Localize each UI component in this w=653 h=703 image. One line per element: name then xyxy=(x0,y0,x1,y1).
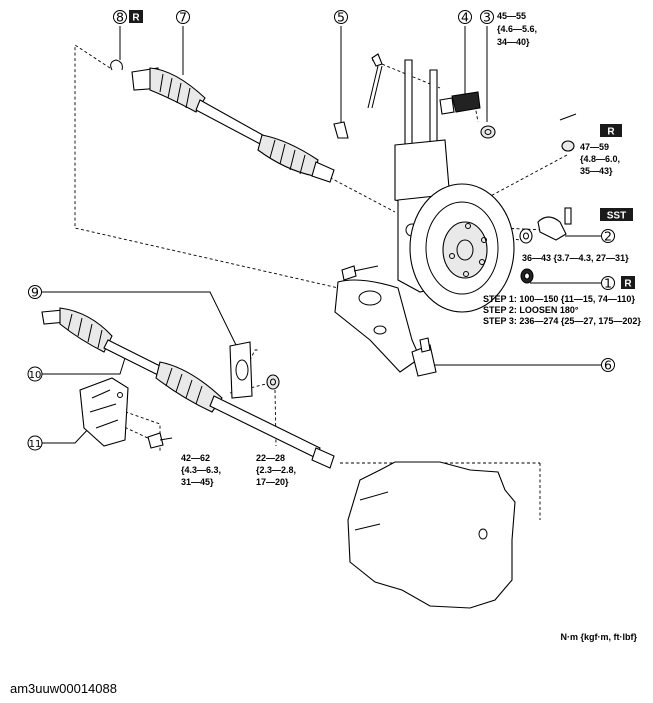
svg-text:10: 10 xyxy=(29,370,42,381)
bearing-nut-part xyxy=(266,374,280,390)
stabilizer-link xyxy=(333,53,383,139)
svg-text:{2.3—2.8,: {2.3—2.8, xyxy=(256,465,296,475)
upper-drive-shaft xyxy=(131,67,335,183)
brake-disc xyxy=(409,183,515,313)
wheel-speed-sensor xyxy=(439,91,481,115)
svg-text:6: 6 xyxy=(604,358,612,373)
hub-nut-part xyxy=(520,268,534,284)
svg-text:R: R xyxy=(624,279,632,290)
replace-tag-tie-rod-nut: R xyxy=(600,124,622,138)
svg-text:45—55: 45—55 xyxy=(497,11,526,21)
svg-text:31—45}: 31—45} xyxy=(181,477,214,487)
svg-text:R: R xyxy=(607,127,615,138)
svg-text:4: 4 xyxy=(461,10,469,25)
svg-text:42—62: 42—62 xyxy=(181,453,210,463)
svg-text:36—43 {3.7—4.3, 27—31}: 36—43 {3.7—4.3, 27—31} xyxy=(522,253,629,263)
svg-text:2: 2 xyxy=(604,229,612,244)
lock-nut-part xyxy=(480,125,496,139)
svg-text:STEP 3: 236—274 {25—27, 175—20: STEP 3: 236—274 {25—27, 175—202} xyxy=(483,316,641,326)
lower-arm xyxy=(334,279,437,377)
svg-text:{4.3—6.3,: {4.3—6.3, xyxy=(181,465,221,475)
callout-2: 2 xyxy=(601,229,615,244)
svg-text:{4.6—5.6,: {4.6—5.6, xyxy=(497,24,537,34)
knuckle-bolt xyxy=(341,265,379,281)
replace-tag-circlip: R xyxy=(129,10,143,24)
svg-text:11: 11 xyxy=(29,439,42,450)
tightening-steps: STEP 1: 100—150 {11—15, 74—110} STEP 2: … xyxy=(483,294,641,326)
tie-rod-nut-part xyxy=(561,140,575,152)
svg-text:9: 9 xyxy=(31,285,39,300)
svg-text:3: 3 xyxy=(483,10,491,25)
reference-code: am3uuw00014088 xyxy=(10,681,117,696)
callout-5: 5 xyxy=(334,10,348,25)
tie-rod-end xyxy=(537,113,577,241)
callout-9: 9 xyxy=(28,285,42,300)
svg-text:{4.8—6.0,: {4.8—6.0, xyxy=(580,154,620,164)
torque-spec-ball-joint-nut: 36—43 {3.7—4.3, 27—31} xyxy=(522,253,629,263)
sst-tag: SST xyxy=(600,208,633,222)
svg-text:47—59: 47—59 xyxy=(580,142,609,152)
ball-joint-washer xyxy=(519,228,533,244)
replace-tag-hub-nut: R xyxy=(621,276,635,290)
units-note: N·m {kgf·m, ft·lbf} xyxy=(561,632,638,642)
bearing-bracket xyxy=(79,377,129,447)
svg-text:1: 1 xyxy=(604,276,612,291)
callout-1: 1 xyxy=(601,276,615,291)
callout-11: 11 xyxy=(27,435,43,451)
leader-lines xyxy=(42,26,601,444)
svg-text:34—40}: 34—40} xyxy=(497,37,530,47)
torque-spec-bracket-bolt: 42—62 {4.3—6.3, 31—45} xyxy=(181,453,221,487)
svg-text:35—43}: 35—43} xyxy=(580,166,613,176)
transaxle xyxy=(347,461,516,609)
svg-text:R: R xyxy=(132,13,140,24)
lower-drive-shaft xyxy=(41,307,335,469)
torque-spec-tie-rod-nut: 47—59 {4.8—6.0, 35—43} xyxy=(580,142,620,176)
svg-text:STEP 1: 100—150 {11—15, 74—110: STEP 1: 100—150 {11—15, 74—110} xyxy=(483,294,635,304)
torque-spec-part3: 45—55 {4.6—5.6, 34—40} xyxy=(497,11,537,47)
bracket-bolt-part xyxy=(147,432,173,449)
svg-text:SST: SST xyxy=(607,211,626,222)
svg-text:17—20}: 17—20} xyxy=(256,477,289,487)
bearing-plate xyxy=(229,341,253,399)
callout-4: 4 xyxy=(458,10,472,25)
svg-text:STEP 2: LOOSEN 180°: STEP 2: LOOSEN 180° xyxy=(483,305,579,315)
callout-6: 6 xyxy=(601,358,615,373)
callout-7: 7 xyxy=(176,10,190,25)
torque-spec-bearing-nut: 22—28 {2.3—2.8, 17—20} xyxy=(256,453,296,487)
svg-text:7: 7 xyxy=(179,10,187,25)
callout-3: 3 xyxy=(480,10,494,25)
svg-text:22—28: 22—28 xyxy=(256,453,285,463)
callout-10: 10 xyxy=(27,366,43,382)
callout-8: 8 xyxy=(113,10,127,25)
svg-text:8: 8 xyxy=(116,10,124,25)
svg-text:5: 5 xyxy=(337,10,345,25)
circlip-part xyxy=(110,59,123,71)
